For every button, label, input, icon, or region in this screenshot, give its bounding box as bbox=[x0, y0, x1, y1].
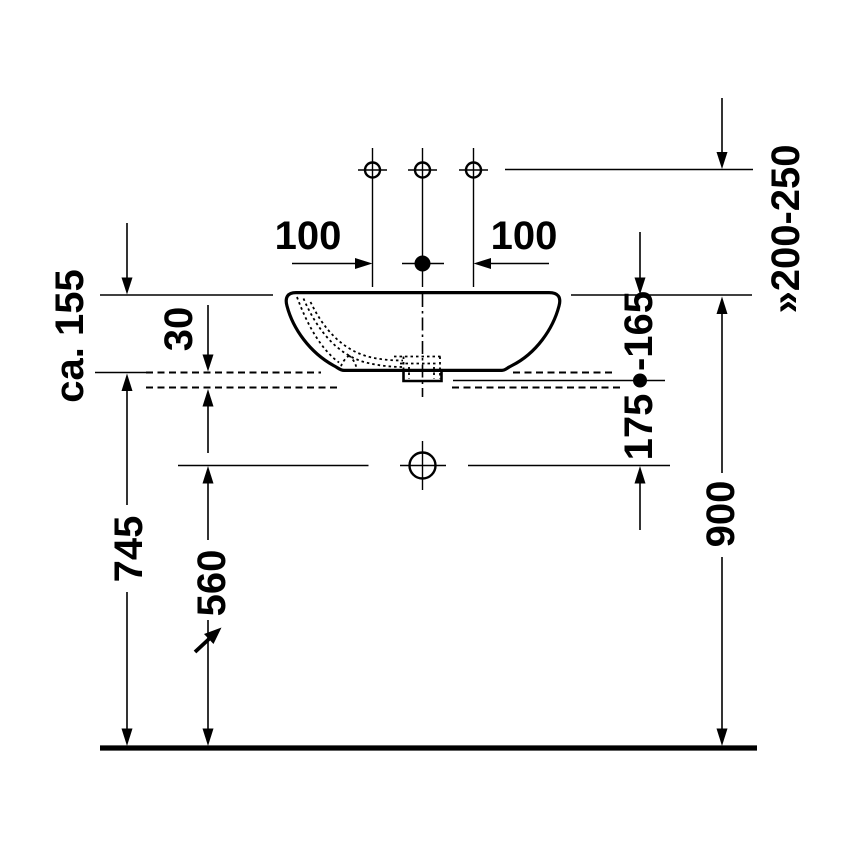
dim-label-100-right: 100 bbox=[491, 214, 558, 258]
arrowhead-down-icon bbox=[634, 277, 646, 295]
wall-reference-dot bbox=[633, 373, 647, 388]
arrowhead-down-icon bbox=[121, 728, 133, 746]
arrowhead-up-icon bbox=[202, 466, 214, 484]
tap-hole-left bbox=[358, 148, 387, 287]
arrowhead-down-icon bbox=[716, 152, 728, 169]
arrowhead-up-icon bbox=[634, 466, 646, 484]
tap-hole-right bbox=[459, 148, 488, 287]
counter-height-dimension: 745 bbox=[107, 373, 151, 746]
arrowhead-up-icon bbox=[121, 373, 133, 391]
washbasin-outline bbox=[284, 291, 562, 397]
drain-depth-dimension: 175 -165 bbox=[453, 232, 665, 530]
dim-label-745: 745 bbox=[107, 516, 151, 583]
dim-label-900: 900 bbox=[699, 481, 743, 548]
rim-height-dimension: 900 bbox=[699, 296, 743, 746]
adjustability-arrow-icon bbox=[193, 627, 222, 654]
basin-height-dimension: ca. 155 bbox=[48, 223, 133, 403]
dim-label-100-left: 100 bbox=[275, 214, 342, 258]
arrowhead-down-icon bbox=[202, 354, 214, 372]
countertop-lines bbox=[95, 371, 622, 389]
arrowhead-down-icon bbox=[716, 728, 728, 746]
arrowhead-down-icon bbox=[121, 277, 133, 295]
drain-level-line bbox=[178, 441, 670, 490]
countertop-thickness-dimension: 30 bbox=[157, 305, 214, 453]
arrowhead-right-icon bbox=[355, 258, 373, 269]
dim-label-wall-supply: »200-250 bbox=[764, 144, 808, 313]
wall-supply-height-dimension: »200-250 bbox=[505, 98, 808, 314]
drain-height-dimension: 560 bbox=[190, 466, 234, 746]
basin-inner-contours bbox=[296, 296, 441, 379]
center-reference-dot bbox=[414, 255, 431, 272]
dim-label-165: -165 bbox=[617, 291, 661, 371]
arrowhead-down-icon bbox=[202, 728, 214, 746]
dim-label-560: 560 bbox=[190, 550, 234, 617]
arrowhead-up-icon bbox=[716, 296, 728, 314]
faucet-offset-dimensions: 100 100 bbox=[275, 214, 558, 272]
dim-label-30: 30 bbox=[157, 307, 201, 352]
dim-label-ca155: ca. 155 bbox=[48, 269, 92, 402]
dim-label-175: 175 bbox=[617, 394, 661, 461]
arrowhead-up-icon bbox=[202, 389, 214, 407]
arrowhead-left-icon bbox=[473, 258, 491, 269]
